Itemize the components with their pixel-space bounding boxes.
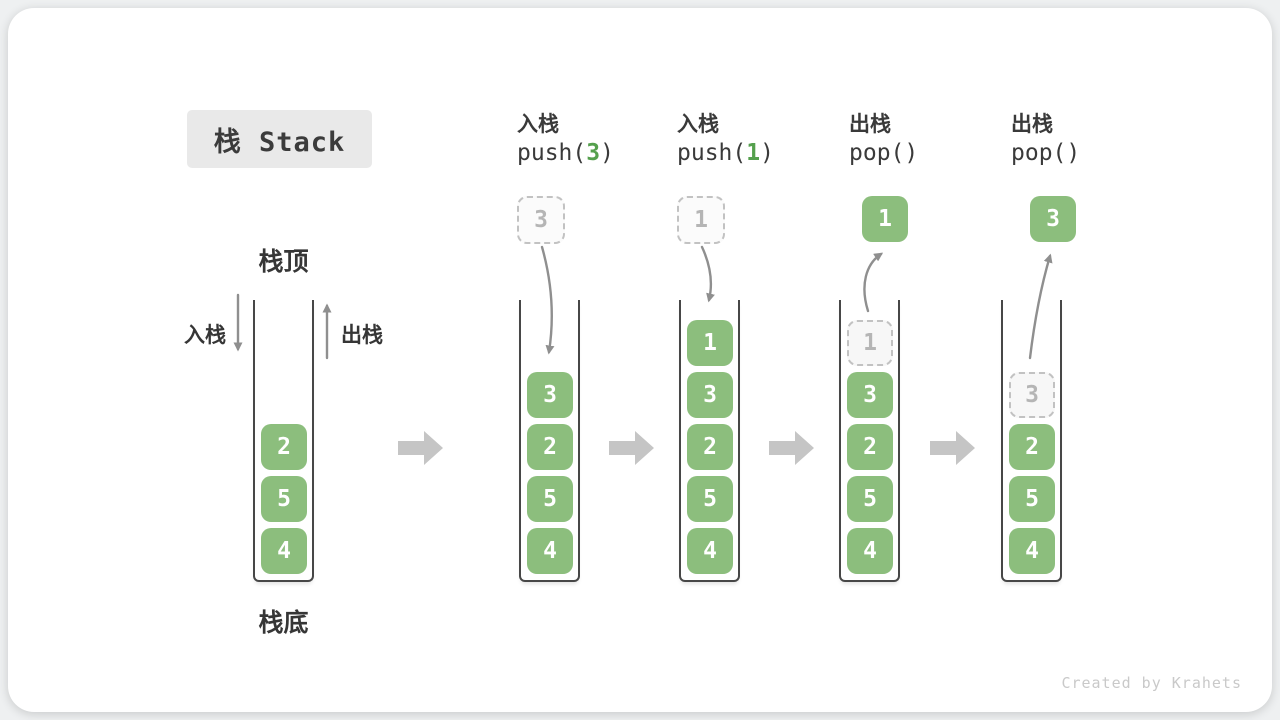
floating-value-box: 1 [677, 196, 725, 244]
stack-container: 1 3 2 5 4 [839, 300, 900, 582]
stack-cell: 5 [687, 476, 733, 522]
stack-cell: 1 [687, 320, 733, 366]
stack-cell: 3 [847, 372, 893, 418]
stack-container: 3 2 5 4 [519, 300, 580, 582]
stack-container: 1 3 2 5 4 [679, 300, 740, 582]
code-code-arg: 1 [746, 140, 761, 166]
code-code-suffix: ) [904, 140, 919, 166]
stack-cell: 2 [1009, 424, 1055, 470]
stack-cell: 4 [847, 528, 893, 574]
stack-cell: 5 [527, 476, 573, 522]
code-code-suffix: ) [760, 140, 774, 166]
stack-top-label: 栈顶 [258, 248, 309, 276]
step-op-label: 入栈 [677, 113, 719, 136]
stack-cell: 5 [1009, 476, 1055, 522]
floating-value-box: 3 [1030, 196, 1076, 242]
step-op-label: 出栈 [849, 113, 891, 136]
stack-cell: 4 [1009, 528, 1055, 574]
stack-cell: 5 [261, 476, 307, 522]
stack-cell: 2 [687, 424, 733, 470]
step-code-label: pop() [849, 140, 918, 166]
stack-cell: 3 [527, 372, 573, 418]
title-badge: 栈 Stack [187, 110, 372, 168]
stack-cell: 4 [261, 528, 307, 574]
popped-ghost-cell: 1 [847, 320, 893, 366]
initial-stack-container: 2 5 4 [253, 300, 314, 582]
stack-container: 3 2 5 4 [1001, 300, 1062, 582]
stack-cell: 4 [527, 528, 573, 574]
step-code-label: pop() [1011, 140, 1080, 166]
floating-value-box: 3 [517, 196, 565, 244]
code-code-suffix: ) [600, 140, 614, 166]
stack-cell: 5 [847, 476, 893, 522]
step-code-label: push(3) [517, 140, 614, 166]
stack-cell: 3 [687, 372, 733, 418]
step-code-label: push(1) [677, 140, 774, 166]
code-code-prefix: push( [677, 140, 747, 166]
next-step-arrow-icon [930, 429, 976, 472]
code-code-arg: 3 [586, 140, 601, 166]
stack-cell: 2 [847, 424, 893, 470]
credit-text: Created by Krahets [1061, 674, 1242, 692]
code-code-prefix: pop( [849, 140, 905, 166]
stack-cell: 4 [687, 528, 733, 574]
pop-side-label: 出栈 [341, 324, 383, 347]
floating-value-box: 1 [862, 196, 908, 242]
step-op-label: 出栈 [1011, 113, 1053, 136]
next-step-arrow-icon [609, 429, 655, 472]
stack-bottom-label: 栈底 [258, 609, 309, 637]
code-code-prefix: pop( [1011, 140, 1067, 166]
push-side-label: 入栈 [184, 324, 226, 347]
popped-ghost-cell: 3 [1009, 372, 1055, 418]
title-text: 栈 Stack [213, 126, 346, 158]
code-code-suffix: ) [1066, 140, 1081, 166]
step-op-label: 入栈 [517, 113, 559, 136]
code-code-prefix: push( [517, 140, 587, 166]
stack-cell: 2 [527, 424, 573, 470]
next-step-arrow-icon [769, 429, 815, 472]
next-step-arrow-icon [398, 429, 444, 472]
stack-cell: 2 [261, 424, 307, 470]
